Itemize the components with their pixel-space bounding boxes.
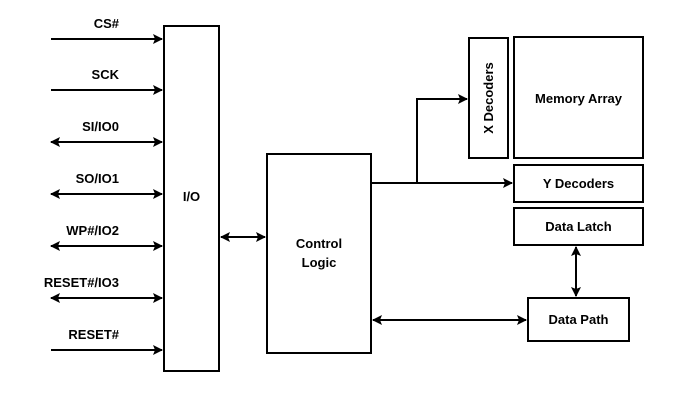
control-logic-block: Control Logic	[266, 153, 372, 354]
signal-label: CS#	[94, 16, 120, 31]
control-logic-label-line1: Control	[296, 236, 342, 251]
io-block: I/O	[163, 25, 220, 372]
memory-array-block: Memory Array	[513, 36, 644, 159]
signal-label: WP#/IO2	[66, 223, 119, 238]
data-path-label: Data Path	[549, 312, 609, 327]
data-path-block: Data Path	[527, 297, 630, 342]
signal-label: SCK	[92, 67, 120, 82]
signal-label: SO/IO1	[76, 171, 119, 186]
control-xdecoders-arrow	[416, 94, 468, 183]
y-decoders-block: Y Decoders	[513, 164, 644, 203]
signal-group: CS# SCK SI/IO0SO/IO1WP#/IO2RESET#/IO3RESET…	[44, 16, 163, 355]
x-decoders-label: X Decoders	[481, 62, 496, 134]
signal-label: RESET#/IO3	[44, 275, 119, 290]
x-decoders-block: X Decoders	[468, 37, 509, 159]
data-latch-block: Data Latch	[513, 207, 644, 246]
data-latch-label: Data Latch	[545, 219, 612, 234]
y-decoders-label: Y Decoders	[543, 176, 614, 191]
memory-array-label: Memory Array	[535, 91, 623, 106]
io-label: I/O	[183, 189, 200, 204]
control-logic-label-line2: Logic	[302, 255, 337, 270]
signal-label: RESET#	[68, 327, 119, 342]
signal-label: SI/IO0	[82, 119, 119, 134]
